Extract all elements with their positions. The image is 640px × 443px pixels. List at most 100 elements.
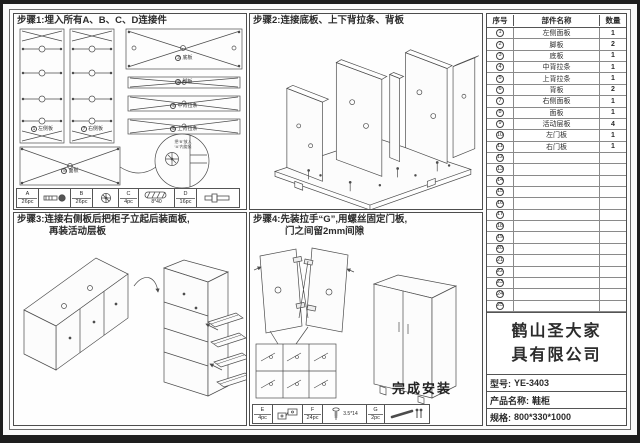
part-name-cell [514,277,600,289]
part-name-cell: 右门板 [514,141,600,152]
col-header-no: 序号 [487,15,514,26]
model-label: 型号: [490,378,511,389]
part-qty-cell: 1 [611,29,615,37]
table-row: 13 [487,164,626,176]
spec-row: 规格: 800*330*1000 [487,408,626,425]
table-row: 8 面板 1 [487,107,626,119]
table-row: 9 活动层板 4 [487,118,626,131]
part-qty-cell [600,267,626,277]
part-name-cell [514,152,600,164]
table-row: 3 底板 1 [487,50,626,63]
part-number-cell: 2 [487,39,514,50]
part-number-cell: 16 [487,198,514,209]
col-header-name: 部件名称 [514,15,600,26]
step3-title: 步骤3:连接右侧板后把柜子立起后装面板, 再装活动层板 [17,214,190,237]
step2-diagram [273,49,479,209]
part-name-cell: 中背拉条 [514,62,600,73]
part-qty-cell [600,210,626,220]
part-number-cell: 25 [487,300,514,311]
part-name-cell [514,300,600,311]
table-row: 19 [487,232,626,244]
part-name-cell [514,232,600,243]
part-qty-cell [600,278,626,288]
part-qty-cell: 1 [611,143,615,151]
table-row: 16 [487,198,626,210]
company-name: 鹤山圣大家 具有限公司 [487,312,626,374]
model-value: YE-3403 [514,378,550,388]
part-qty-cell [600,164,626,174]
part-name-cell [514,187,600,198]
part-qty-cell [600,187,626,197]
part-qty-cell: 1 [611,63,615,71]
part-qty-cell: 1 [611,75,615,83]
part-name-cell [514,243,600,255]
part-number-cell: 8 [487,107,514,118]
table-row: 6 背板 2 [487,84,626,97]
spec-value: 800*330*1000 [514,412,572,422]
part-name-cell: 背板 [514,84,600,96]
step4-panel: 步骤4:先装拉手“G”,用螺丝固定门板, 门之间留2mm间隙 [249,212,483,426]
connector-bolt-icon [197,189,239,207]
part-name-cell [514,266,600,277]
table-row: 12 [487,152,626,165]
part-number-cell: 18 [487,221,514,232]
part-name-cell: 右侧面板 [514,96,600,107]
part-qty-cell [600,153,626,163]
step4-title: 步骤4:先装拉手“G”,用螺丝固定门板, 门之间留2mm间隙 [253,214,408,237]
hinge-icon [273,405,303,423]
model-row: 型号: YE-3403 [487,374,626,391]
dowel-icon: 8*40 [139,189,175,207]
step1-title: 步骤1:埋入所有A、B、C、D连接件 [17,15,167,26]
parts-table-body: 1 左侧面板 1 2 脚板 2 3 底板 1 4 中背拉条 1 5 上背拉条 1… [487,28,626,312]
part-name-cell: 底板 [514,50,600,62]
part-name-cell: 活动层板 [514,118,600,130]
part-qty-cell: 1 [611,97,615,105]
part-number-cell: 14 [487,175,514,187]
part-qty-cell: 2 [611,86,615,94]
col-header-qty: 数量 [605,16,621,25]
part-number-cell: 7 [487,96,514,107]
table-row: 15 [487,187,626,199]
part-qty-cell [600,301,626,311]
part-number-cell: 20 [487,243,514,255]
part-name-cell [514,209,600,221]
part-name-cell [514,164,600,175]
product-row: 产品名称: 鞋柜 [487,391,626,408]
step3-panel: 步骤3:连接右侧板后把柜子立起后装面板, 再装活动层板 [13,212,247,426]
company-line2: 具有限公司 [511,346,602,364]
step1-diagram [19,28,243,189]
part-qty-cell: 2 [611,41,615,49]
part-number-cell: 10 [487,130,514,141]
sheet-frame: 步骤1:埋入所有A、B、C、D连接件 [9,9,631,430]
step1-panel: 步骤1:埋入所有A、B、C、D连接件 [13,13,247,210]
part-qty-cell [600,255,626,265]
step3-drawing [14,238,246,424]
part-qty-cell [600,221,626,231]
assembly-steps-grid: 步骤1:埋入所有A、B、C、D连接件 [13,13,483,426]
part-number-cell: 12 [487,152,514,164]
table-row: 23 [487,277,626,290]
table-row: 4 中背拉条 1 [487,62,626,74]
part-name-cell [514,289,600,300]
table-row: 25 [487,300,626,312]
table-row: 7 右侧面板 1 [487,96,626,108]
part-qty-cell [600,176,626,186]
part-name-cell [514,198,600,209]
part-qty-cell: 1 [611,52,615,60]
part-number-cell: 3 [487,50,514,62]
part-name-cell: 左侧面板 [514,28,600,39]
table-row: 17 [487,209,626,222]
part-qty-cell [600,289,626,299]
step4-drawing: 完成安装 [250,238,482,404]
cam-lock-icon [93,189,119,207]
part-number-cell: 24 [487,289,514,300]
part-number-cell: 23 [487,277,514,289]
